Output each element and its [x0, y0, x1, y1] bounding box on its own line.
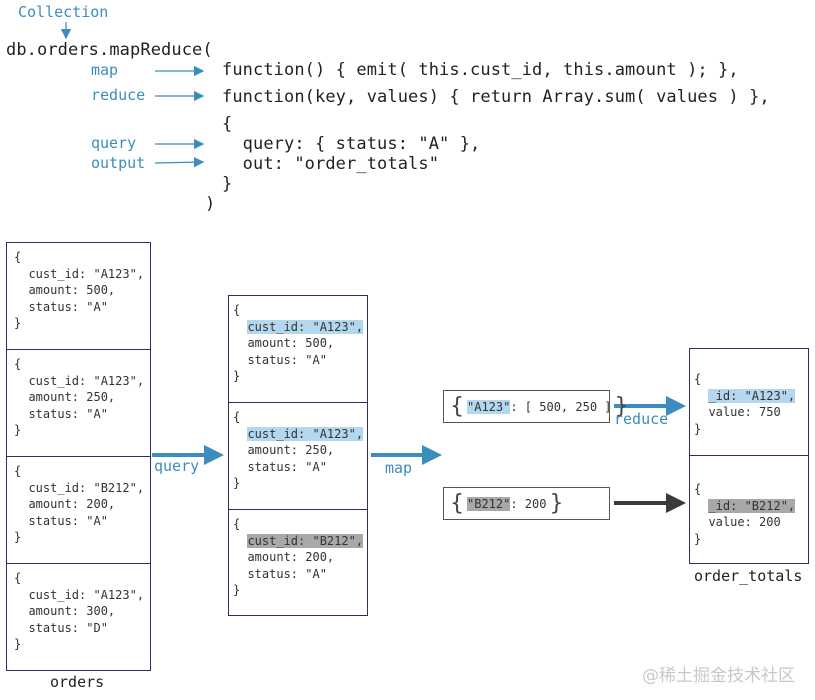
cust-id-highlight: cust_id: "A123", — [247, 319, 364, 334]
emitted-pair-b212: {"B212": 200} — [443, 487, 610, 520]
filtered-document: { cust_id: "B212", amount: 200, status: … — [233, 517, 364, 597]
orders-collection: { cust_id: "A123", amount: 500, status: … — [6, 242, 151, 671]
output-label-arrow — [154, 156, 205, 168]
filtered-document: { cust_id: "A123", amount: 500, status: … — [229, 296, 367, 403]
orders-document: { cust_id: "A123", amount: 300, status: … — [14, 571, 145, 651]
id-highlight: _id: "B212", — [708, 498, 796, 513]
emitted-values: : [ 500, 250 ] — [510, 399, 612, 414]
query-label: query — [91, 134, 137, 152]
id-highlight: _id: "A123", — [708, 388, 796, 403]
order-totals-document: { _id: "A123", value: 750 } — [690, 349, 808, 456]
options-close-brace: } — [222, 174, 233, 194]
orders-document: { cust_id: "A123", amount: 250, status: … — [7, 350, 150, 457]
orders-document: { cust_id: "B212", amount: 200, status: … — [7, 457, 150, 564]
emitted-key: "A123" — [467, 399, 511, 414]
emitted-key: "B212" — [467, 496, 511, 511]
reduce-label: reduce — [91, 86, 146, 104]
order-totals-document: { _id: "B212", value: 200 } — [694, 482, 796, 546]
filtered-documents: { cust_id: "A123", amount: 500, status: … — [228, 295, 368, 616]
orders-caption: orders — [50, 673, 105, 691]
output-label: output — [91, 154, 146, 172]
reduce-function-code: function(key, values) { return Array.sum… — [222, 87, 770, 107]
mapreduce-close-paren: ) — [205, 194, 216, 214]
query-option-code: query: { status: "A" }, — [222, 134, 481, 154]
orders-document: { cust_id: "A123", amount: 500, status: … — [7, 243, 150, 350]
cust-id-highlight: cust_id: "A123", — [247, 426, 364, 441]
map-function-code: function() { emit( this.cust_id, this.am… — [222, 60, 739, 80]
cust-id-highlight: cust_id: "B212", — [247, 533, 364, 548]
watermark: @稀土掘金技术社区 — [642, 666, 795, 686]
map-label: map — [91, 61, 119, 79]
out-option-code: out: "order_totals" — [222, 154, 440, 174]
reduce-flow-label: reduce — [614, 410, 669, 428]
query-flow-label: query — [154, 457, 200, 475]
mapreduce-call: db.orders.mapReduce( — [6, 40, 213, 60]
emitted-pair-a123: {"A123": [ 500, 250 ]} — [443, 390, 629, 423]
order-totals-collection: { _id: "A123", value: 750 } { _id: "B212… — [689, 348, 809, 564]
collection-label: Collection — [18, 3, 109, 21]
filtered-document: { cust_id: "A123", amount: 250, status: … — [229, 403, 367, 510]
emitted-values: : 200 — [510, 496, 547, 511]
order-totals-caption: order_totals — [694, 567, 803, 585]
map-flow-label: map — [385, 459, 413, 477]
options-open-brace: { — [222, 114, 233, 134]
